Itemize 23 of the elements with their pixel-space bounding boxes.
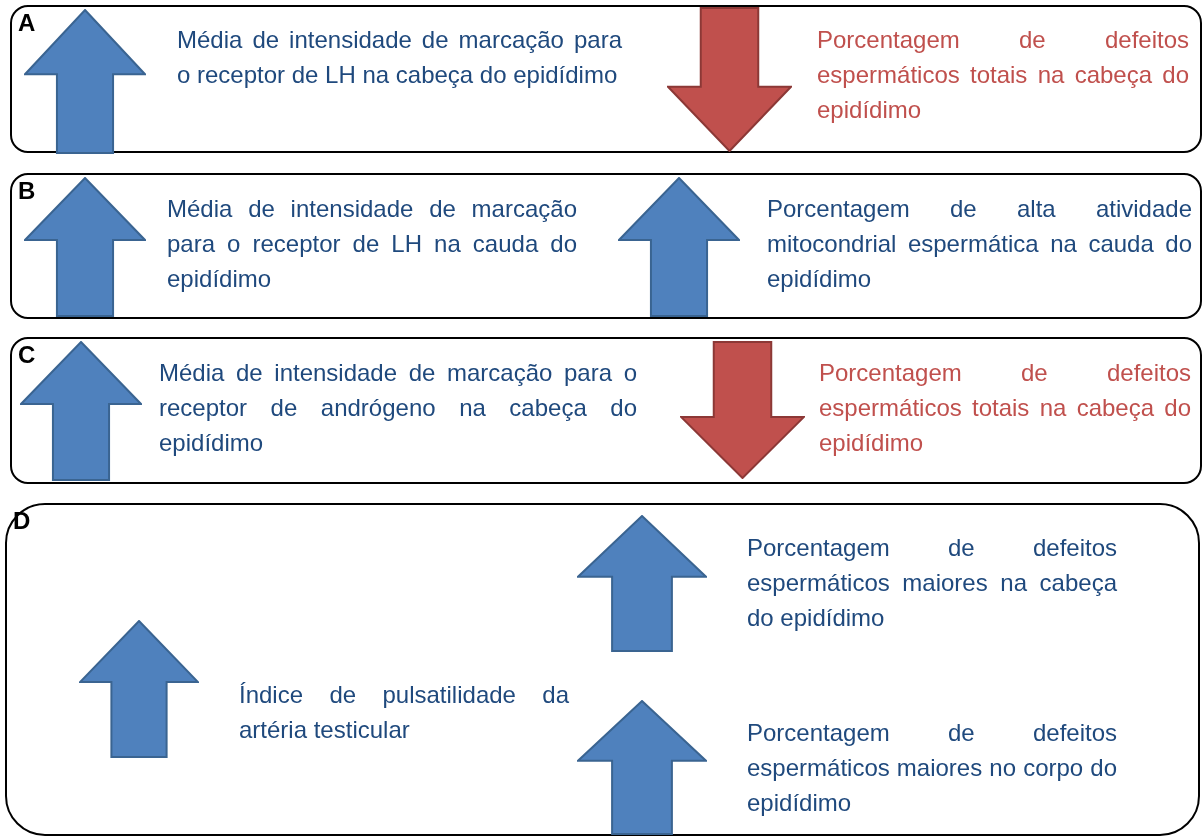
up-arrow-icon [79, 620, 199, 758]
up-arrow-icon [577, 515, 707, 652]
panel-box [10, 337, 1202, 484]
finding-text: Média de intensidade de marcação para o receptor de LH na cabeça do epidídimo [177, 22, 622, 92]
up-arrow-icon [577, 700, 707, 835]
panel-box [10, 173, 1202, 319]
finding-text: Índice de pulsatilidade da artéria testicular [239, 677, 569, 747]
panel-letter: A [18, 9, 36, 37]
panel-letter: B [18, 177, 36, 205]
finding-text: Média de intensidade de marcação para o receptor de LH na cauda do epidídimo [167, 191, 577, 296]
finding-text: Porcentagem de defeitos espermáticos maiores no corpo do epidídimo [747, 715, 1117, 820]
panel-box [10, 5, 1202, 153]
down-arrow-icon [680, 341, 805, 479]
up-arrow-icon [20, 341, 142, 481]
panel-letter: C [18, 341, 36, 369]
finding-text: Porcentagem de defeitos espermáticos totais na cabeça do epidídimo [819, 355, 1191, 460]
panel-box [5, 503, 1200, 836]
up-arrow-icon [618, 177, 740, 317]
down-arrow-icon [667, 7, 792, 152]
finding-text: Porcentagem de alta atividade mitocondrial espermática na cauda do epidídimo [767, 191, 1192, 296]
finding-text: Porcentagem de defeitos espermáticos totais na cabeça do epidídimo [817, 22, 1189, 127]
finding-text: Média de intensidade de marcação para o receptor de andrógeno na cabeça do epidídimo [159, 355, 637, 460]
finding-text: Porcentagem de defeitos espermáticos maiores na cabeça do epidídimo [747, 530, 1117, 635]
